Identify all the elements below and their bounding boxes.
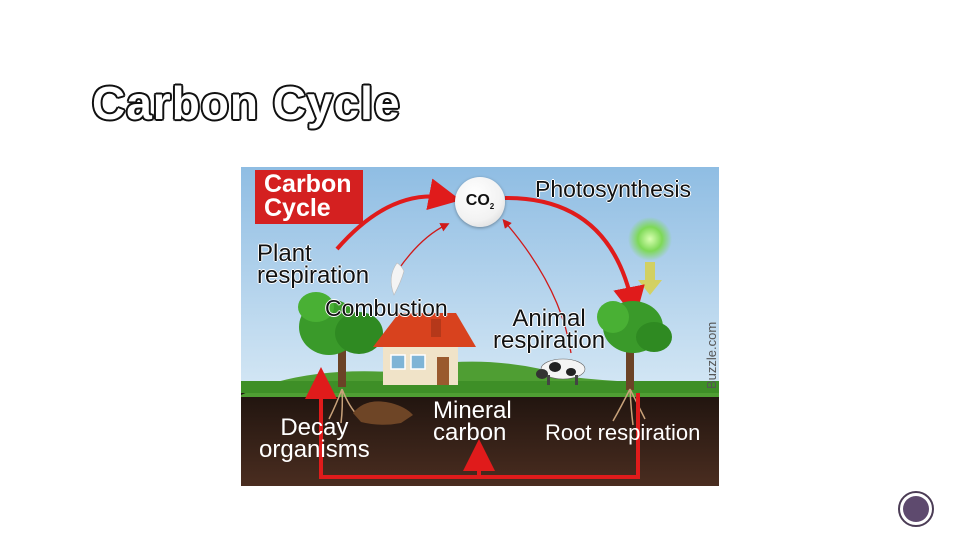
badge-text: Carbon Cycle xyxy=(264,170,352,222)
combustion-arrow xyxy=(397,223,450,271)
photosynthesis-arrow xyxy=(504,195,645,319)
nav-button-icon xyxy=(903,496,929,522)
animal-respiration-arrow xyxy=(502,219,572,354)
slide-title: Carbon Cycle xyxy=(92,77,401,129)
grass-strip xyxy=(241,381,719,393)
credit-text: Buzzle.com xyxy=(704,321,719,389)
root-respiration-label: Root respiration xyxy=(545,420,701,445)
decay-organisms-label: Decay organisms xyxy=(259,414,370,464)
decay-icon xyxy=(353,401,413,425)
credit-watermark: Buzzle.com xyxy=(704,322,719,399)
smoke-icon xyxy=(390,262,405,296)
co2-bubble: CO2 xyxy=(455,177,505,227)
mineral-carbon-label: Mineral carbon xyxy=(433,397,512,447)
co2-label: CO2 xyxy=(455,192,505,211)
house-icon xyxy=(373,313,476,385)
carbon-cycle-badge: Carbon Cycle xyxy=(255,170,363,224)
combustion-label: Combustion xyxy=(325,295,448,321)
right-tree-trunk xyxy=(626,342,634,390)
photosynthesis-label: Photosynthesis xyxy=(535,176,691,202)
sun-icon xyxy=(628,217,672,261)
slide-nav-button[interactable] xyxy=(898,491,934,527)
co2-text: CO xyxy=(465,192,490,209)
plant-respiration-arrow xyxy=(335,178,461,251)
cow-icon xyxy=(536,358,586,385)
left-tree-trunk xyxy=(338,335,346,387)
animal-respiration-label: Animal respiration xyxy=(493,305,606,355)
co2-subscript: 2 xyxy=(489,202,495,212)
carbon-cycle-diagram: Carbon Cycle CO2 Photosynthesis Plant re… xyxy=(241,167,719,486)
plant-respiration-label: Plant respiration xyxy=(257,240,370,290)
